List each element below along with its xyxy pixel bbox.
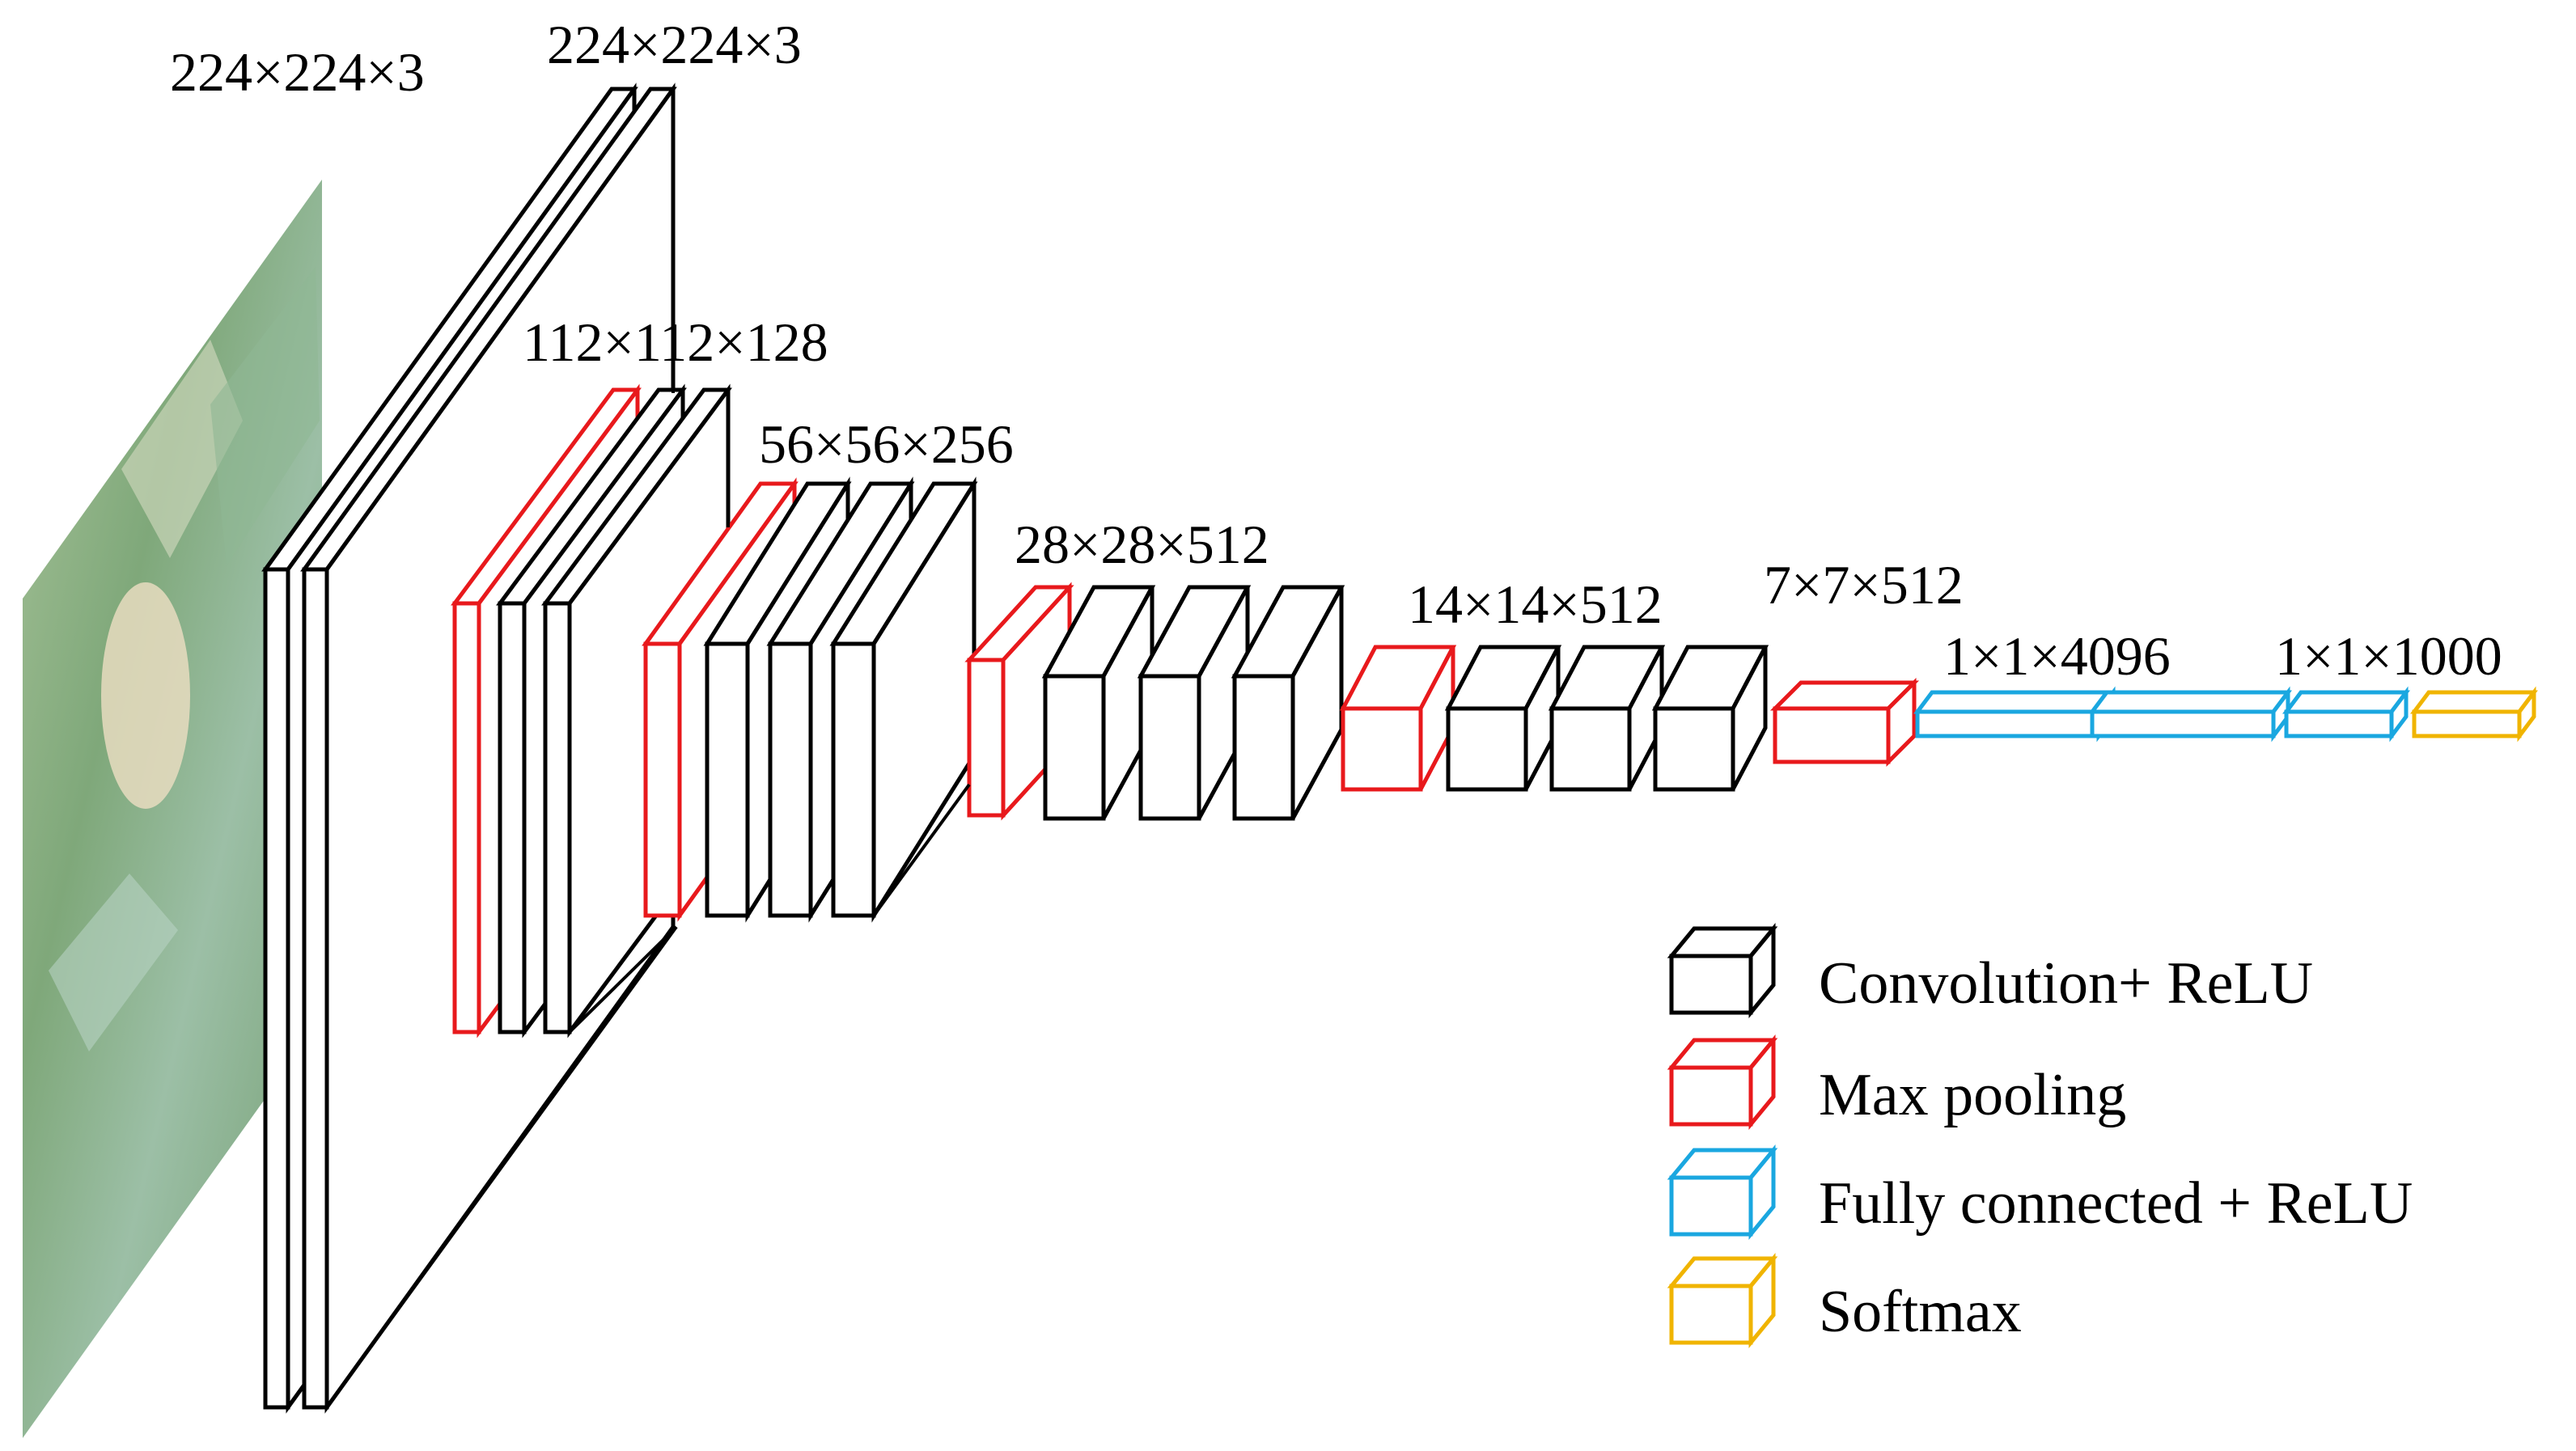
label-conv3: 56×56×256	[759, 413, 1014, 475]
conv5-3	[1651, 645, 1769, 792]
connector-stage3-bottom	[872, 783, 971, 917]
fc8	[2282, 686, 2410, 742]
conv3-3	[829, 476, 978, 923]
conv4-3	[1231, 585, 1345, 821]
legend-label-softmax: Softmax	[1819, 1279, 2022, 1345]
conv5-1	[1444, 645, 1562, 792]
conv4-2	[1137, 585, 1252, 821]
label-conv2: 112×112×128	[523, 311, 828, 373]
legend-icon-conv	[1667, 923, 1778, 1018]
conv5-2	[1548, 645, 1666, 792]
connector-stage1-bottom	[325, 925, 678, 1409]
fc6	[1913, 686, 2117, 742]
legend-label-pool: Max pooling	[1819, 1062, 2126, 1128]
label-softmax: 1×1×1000	[2275, 625, 2502, 687]
legend-icon-pool	[1667, 1034, 1778, 1130]
pool4	[1339, 645, 1457, 792]
conv4-1	[1041, 585, 1156, 821]
label-conv5: 14×14×512	[1408, 573, 1663, 635]
network-layers	[261, 82, 2538, 1414]
label-conv4: 28×28×512	[1015, 514, 1269, 575]
legend: Convolution+ ReLU Max pooling Fully conn…	[1667, 923, 2413, 1348]
legend-icons	[1667, 923, 1778, 1348]
legend-icon-fc	[1667, 1144, 1778, 1240]
label-fc: 1×1×4096	[1943, 625, 2171, 687]
legend-icon-softmax	[1667, 1253, 1778, 1348]
connector-stage2-bottom	[568, 925, 678, 1034]
legend-label-conv: Convolution+ ReLU	[1819, 950, 2313, 1017]
label-input: 224×224×3	[170, 41, 425, 103]
fc7	[2088, 686, 2292, 742]
label-pool5: 7×7×512	[1764, 554, 1964, 616]
softmax	[2410, 686, 2538, 742]
input-image	[23, 180, 322, 1438]
label-conv1: 224×224×3	[547, 14, 802, 75]
layer-connectors	[325, 89, 976, 1409]
pool5	[1769, 677, 1920, 768]
legend-label-fc: Fully connected + ReLU	[1819, 1170, 2413, 1237]
